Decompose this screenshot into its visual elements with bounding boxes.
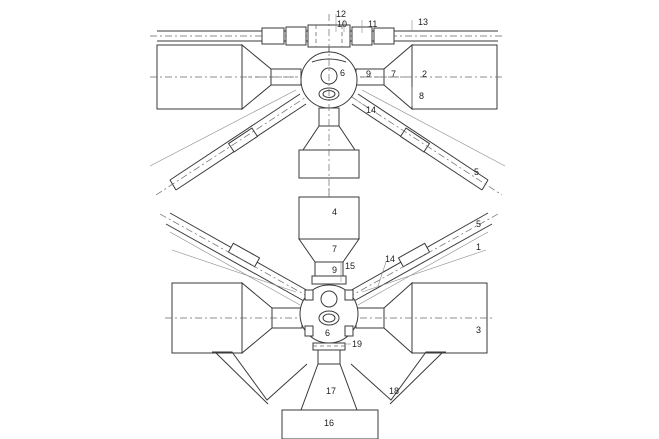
label-8: 8 <box>419 91 424 101</box>
bottom-top-tank <box>298 196 360 285</box>
bottom-hub <box>299 284 359 344</box>
label-16: 16 <box>324 418 334 428</box>
top-view <box>149 14 506 200</box>
label-4: 4 <box>332 207 337 217</box>
label-3: 3 <box>476 325 481 335</box>
label-12: 12 <box>336 9 346 19</box>
bottom-leaders <box>340 261 387 345</box>
bottom-bottom-tank <box>281 349 379 439</box>
bottom-view <box>159 188 499 439</box>
label-9-bottom: 9 <box>332 265 337 275</box>
label-17: 17 <box>326 386 336 396</box>
top-left-arm <box>149 87 321 196</box>
label-19: 19 <box>352 339 362 349</box>
bottom-right-arm <box>339 212 499 306</box>
bottom-left-arm <box>159 212 319 306</box>
label-6-top: 6 <box>340 68 345 78</box>
top-bottom-tank <box>298 14 360 200</box>
label-2: 2 <box>422 69 427 79</box>
label-14-top: 14 <box>366 105 376 115</box>
callout-labels: 12 10 11 13 6 9 7 2 8 14 5 4 7 9 15 14 5… <box>324 9 481 428</box>
label-11: 11 <box>368 19 377 29</box>
label-7-top: 7 <box>391 69 396 79</box>
label-7-bottom: 7 <box>332 244 337 254</box>
label-9-top: 9 <box>366 69 371 79</box>
label-5-top: 5 <box>474 167 479 177</box>
label-14-bottom: 14 <box>385 254 395 264</box>
label-5-bottom: 5 <box>476 219 481 229</box>
label-18: 18 <box>389 386 399 396</box>
label-1: 1 <box>476 242 481 252</box>
deflector-plates <box>212 351 446 405</box>
label-6-bottom: 6 <box>325 328 330 338</box>
label-13: 13 <box>418 17 428 27</box>
top-leaders <box>335 14 413 109</box>
label-10: 10 <box>337 19 347 29</box>
bottom-flange <box>312 342 346 351</box>
label-15: 15 <box>345 261 355 271</box>
